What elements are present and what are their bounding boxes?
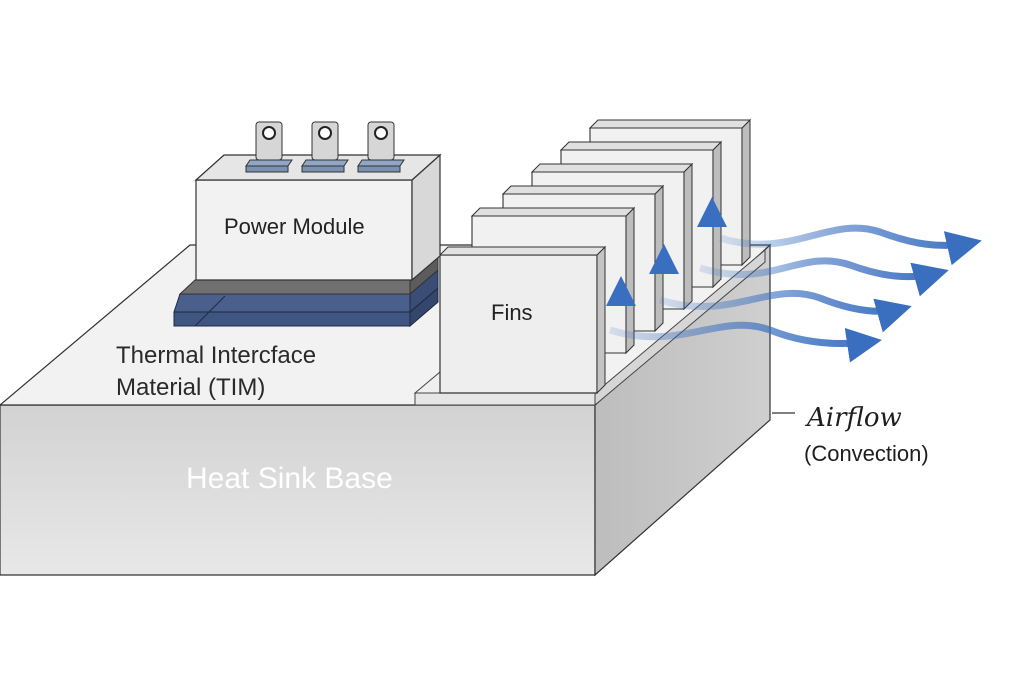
airflow-arrow — [658, 289, 912, 333]
fins-label: Fins — [491, 300, 533, 325]
terminal — [301, 121, 349, 173]
power-module-terminals — [245, 121, 405, 173]
tim-leader-line — [194, 295, 226, 327]
heat-sink-fins — [438, 118, 752, 395]
airflow-label: Airflow — [807, 403, 902, 433]
heat-sink-base-label: Heat Sink Base — [186, 462, 393, 495]
fin-front — [438, 245, 607, 395]
airflow-arrow — [718, 224, 982, 266]
terminal — [357, 121, 405, 173]
terminal — [245, 121, 293, 173]
power-module-label: Power Module — [224, 214, 365, 239]
airflow-arrows — [608, 224, 982, 363]
airflow-arrow — [608, 321, 882, 363]
tim-label-line1: Thermal Intercface — [116, 342, 317, 369]
tim-label-line2: Material (TIM) — [116, 374, 266, 401]
convection-label: (Convection) — [804, 441, 929, 466]
airflow-arrow — [698, 257, 949, 297]
